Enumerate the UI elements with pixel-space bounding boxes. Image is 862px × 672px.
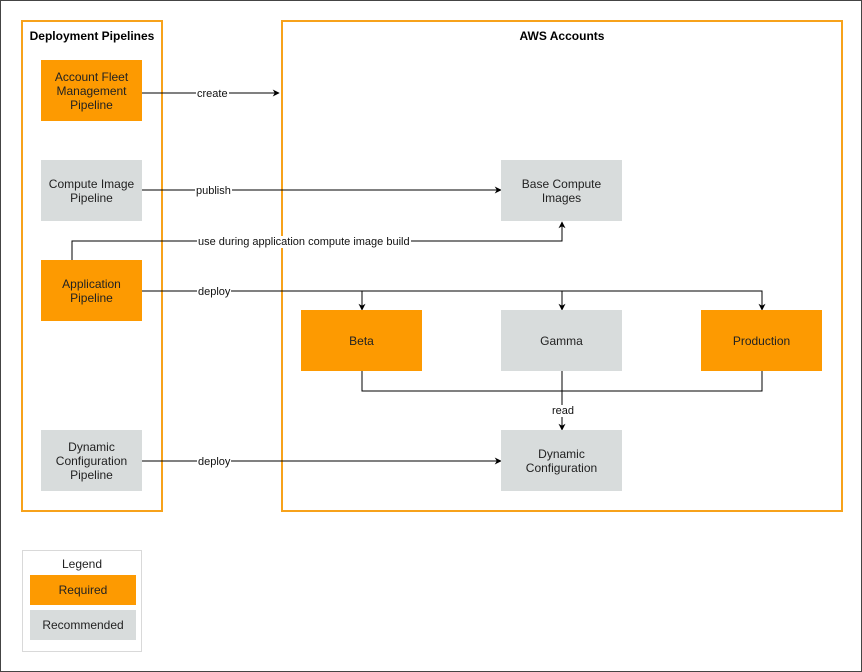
production-node: Production	[701, 310, 822, 371]
gamma-node: Gamma	[501, 310, 622, 371]
aws-accounts-title: AWS Accounts	[519, 29, 605, 43]
edge-deploy-app	[142, 290, 766, 311]
edge-label-read: read	[551, 405, 576, 417]
account-fleet-pipeline-node: Account Fleet Management Pipeline	[41, 60, 142, 121]
application-pipeline-node: Application Pipeline	[41, 260, 142, 321]
edge-read-production	[562, 371, 763, 392]
edge-read-beta	[361, 371, 562, 392]
beta-node: Beta	[301, 310, 422, 371]
legend-required: Required	[30, 575, 136, 605]
edge-label-create: create	[196, 88, 229, 100]
compute-image-pipeline-node: Compute Image Pipeline	[41, 160, 142, 221]
edge-label-use-during-build: use during application compute image bui…	[197, 236, 411, 248]
deployment-pipelines-group: Deployment Pipelines	[21, 20, 163, 512]
dynamic-config-pipeline-node: Dynamic Configuration Pipeline	[41, 430, 142, 491]
edge-label-deploy-config: deploy	[197, 456, 232, 468]
legend-title: Legend	[61, 557, 103, 571]
edge-label-deploy-app: deploy	[197, 286, 232, 298]
base-compute-images-node: Base Compute Images	[501, 160, 622, 221]
edge-label-publish: publish	[195, 185, 232, 197]
legend-recommended: Recommended	[30, 610, 136, 640]
legend: Legend Required Recommended	[22, 550, 142, 652]
deployment-pipelines-title: Deployment Pipelines	[29, 29, 155, 43]
dynamic-configuration-node: Dynamic Configuration	[501, 430, 622, 491]
aws-accounts-group: AWS Accounts	[281, 20, 843, 512]
